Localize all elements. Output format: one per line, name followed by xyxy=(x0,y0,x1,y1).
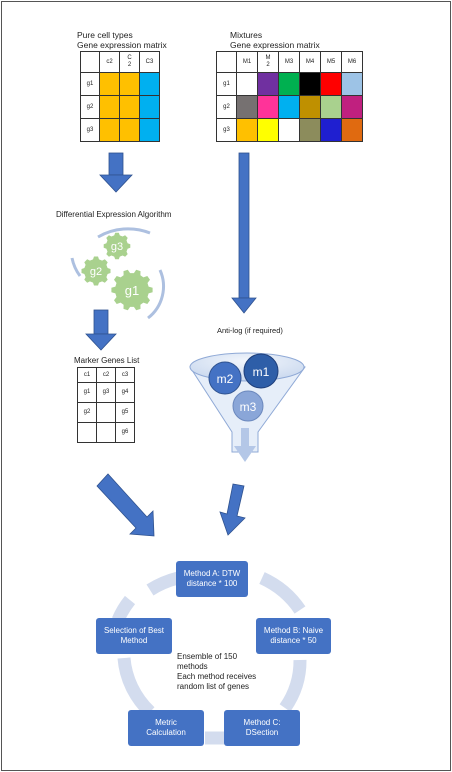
gear-icon xyxy=(81,256,111,286)
mixtures-matrix-row: g1 xyxy=(216,72,363,96)
mixture-circle-m3 xyxy=(232,390,264,422)
marker-cell: g6 xyxy=(115,422,135,443)
method-c-label: Method C: DSection xyxy=(243,718,281,737)
mixtures-color-cell xyxy=(341,72,363,96)
metric-label: Metric Calculation xyxy=(146,718,186,737)
gear-shape xyxy=(81,256,111,286)
method-b-box[interactable]: Method B: Naive distance * 50 xyxy=(256,618,331,654)
gear-icon xyxy=(103,232,131,260)
pure-matrix-row: g2 xyxy=(80,95,160,119)
gear-label-g1: g1 xyxy=(125,283,139,298)
antilog-label: Anti-log (if required) xyxy=(217,326,283,335)
gear-shape xyxy=(103,232,131,260)
mixtures-color-cell xyxy=(341,95,363,119)
mixtures-color-cell xyxy=(257,72,279,96)
method-b-label: Method B: Naive distance * 50 xyxy=(263,626,324,645)
mixtures-color-cell xyxy=(320,118,342,142)
gear-shape xyxy=(111,269,153,311)
mixture-label-m2: m2 xyxy=(217,372,234,386)
gear-icon xyxy=(111,269,153,311)
mixture-label-m3: m3 xyxy=(240,400,257,414)
marker-title: Marker Genes List xyxy=(74,356,140,365)
marker-row: g6 xyxy=(77,422,135,443)
mixture-label-m1: m1 xyxy=(253,365,270,379)
pure-matrix-row: g3 xyxy=(80,118,160,142)
pure-matrix-row: g1 xyxy=(80,72,160,96)
pure-color-cell xyxy=(99,95,120,119)
method-a-label: Method A: DTW distance * 100 xyxy=(183,569,241,588)
mixtures-matrix-row: g3 xyxy=(216,118,363,142)
mixtures-color-cell xyxy=(236,118,258,142)
pure-color-cell xyxy=(139,95,160,119)
pure-subtitle: Gene expression matrix xyxy=(77,40,167,50)
gear-label-g3: g3 xyxy=(111,241,123,253)
arrow-funnel-to-methods xyxy=(219,483,246,536)
arrow-pure-down xyxy=(99,152,133,193)
gear-label-g2: g2 xyxy=(90,266,102,278)
funnel-icon: m2 m1 m3 xyxy=(189,352,306,462)
mixtures-color-cell xyxy=(278,118,300,142)
pure-color-cell xyxy=(139,118,160,142)
mixtures-color-cell xyxy=(299,118,321,142)
arrow-mixtures-down xyxy=(231,152,257,314)
metric-box[interactable]: Metric Calculation xyxy=(128,710,204,746)
mixtures-color-cell xyxy=(341,118,363,142)
arrow-gears-down xyxy=(85,309,117,351)
selection-label: Selection of Best Method xyxy=(103,626,165,645)
pure-color-cell xyxy=(99,118,120,142)
mixture-circle-m2 xyxy=(208,361,242,395)
pure-title: Pure cell types xyxy=(77,30,133,40)
method-c-box[interactable]: Method C: DSection xyxy=(224,710,300,746)
method-a-box[interactable]: Method A: DTW distance * 100 xyxy=(176,561,248,597)
ensemble-text: Ensemble of 150 methods Each method rece… xyxy=(177,652,257,691)
mixtures-color-cell xyxy=(236,72,258,96)
mixtures-title: Mixtures xyxy=(230,30,263,40)
mixtures-subtitle: Gene expression matrix xyxy=(230,40,320,50)
selection-box[interactable]: Selection of Best Method xyxy=(96,618,172,654)
gear-cluster: g3 g2 g1 xyxy=(70,227,165,320)
mixtures-color-cell xyxy=(257,118,279,142)
arrow-marker-to-methods xyxy=(96,473,155,537)
mixture-circle-m1 xyxy=(243,353,279,389)
pure-color-cell xyxy=(119,72,140,96)
algorithm-label: Differential Expression Algorithm xyxy=(56,210,172,219)
